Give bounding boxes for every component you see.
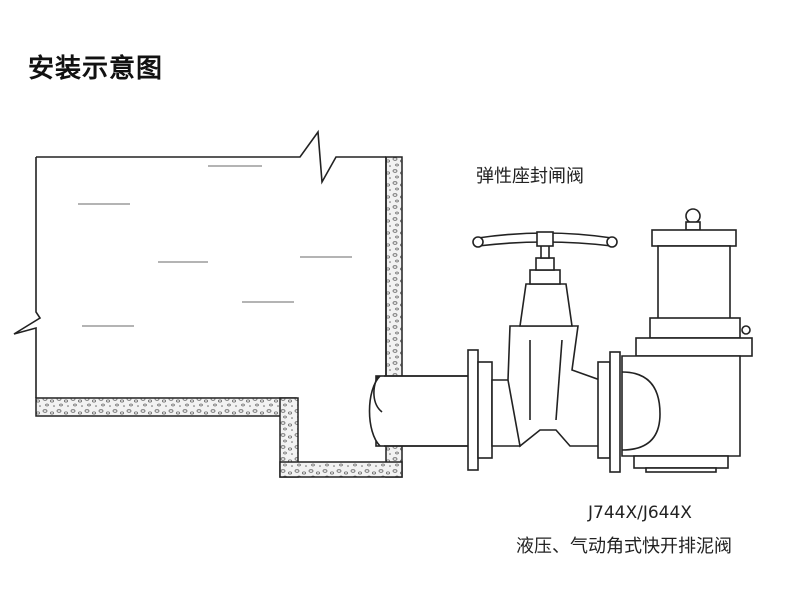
gate-valve-label: 弹性座封闸阀 [476,166,584,187]
drain-valve-model-label: J744X/J644X [588,503,692,523]
inlet-pipe [368,375,477,447]
drain-valve-name-label: 液压、气动角式快开排泥阀 [516,536,732,557]
diagram-title: 安装示意图 [28,54,164,84]
water-lines [78,165,352,327]
gate-valve [467,231,621,473]
tank-wall [35,156,403,478]
tank-outline [13,129,387,398]
drain-valve [621,208,753,473]
